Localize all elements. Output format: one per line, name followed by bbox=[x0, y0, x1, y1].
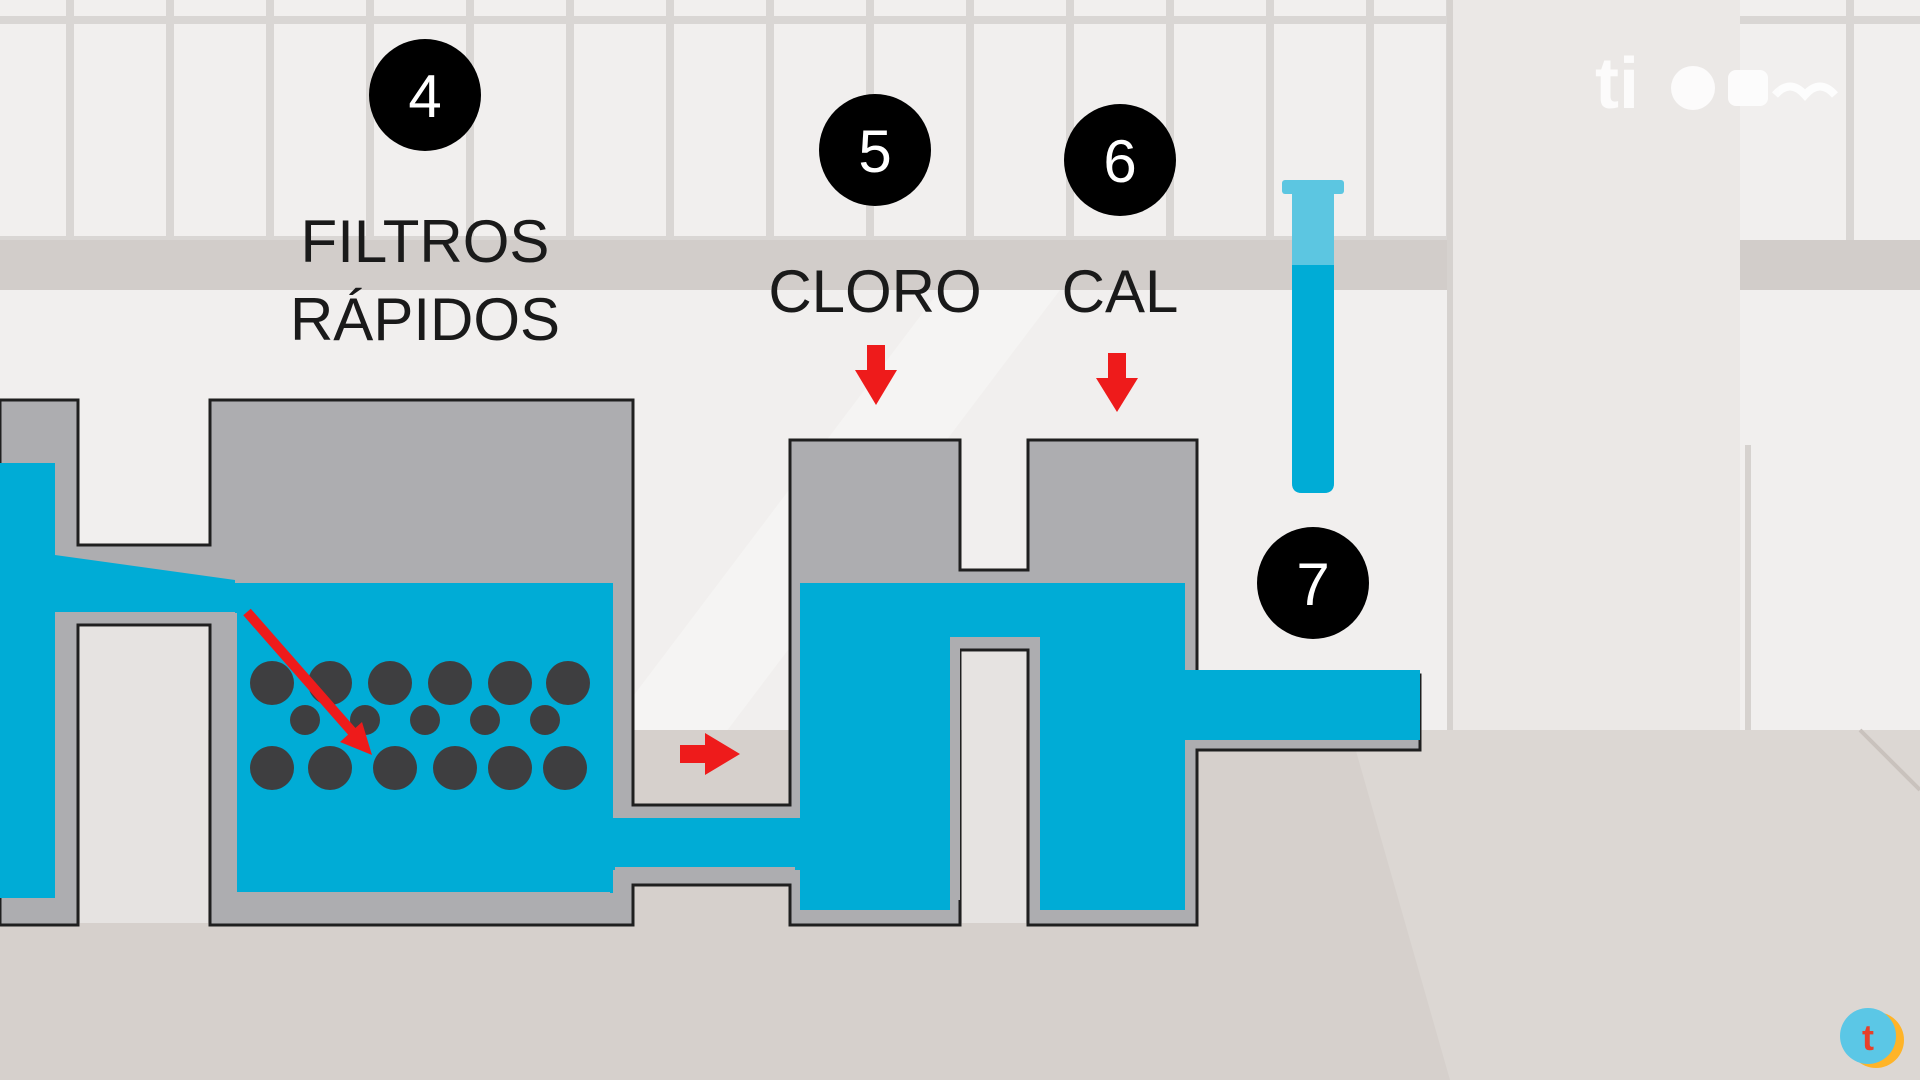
chlorine-lime-water bbox=[800, 583, 1420, 910]
test-tube-icon bbox=[1282, 180, 1344, 493]
chlorine-dosing-arrow bbox=[855, 345, 897, 405]
brand-logo-text: ti bbox=[1595, 44, 1639, 124]
filter-tank-water bbox=[235, 583, 613, 893]
step-5-badge: 5 bbox=[819, 94, 931, 206]
step-4-label-line2: RÁPIDOS bbox=[290, 286, 560, 353]
step-5-label: CLORO bbox=[768, 258, 981, 325]
brand-logo: ti bbox=[1595, 44, 1838, 124]
t-badge-icon: t bbox=[1840, 1008, 1904, 1068]
step-6-number: 6 bbox=[1103, 128, 1136, 195]
step-5-number: 5 bbox=[858, 118, 891, 185]
water-flow bbox=[0, 463, 1420, 910]
step-6-label: CAL bbox=[1062, 258, 1179, 325]
flow-arrow-diagonal bbox=[243, 608, 372, 755]
step-4-badge: 4 bbox=[369, 39, 481, 151]
previous-tank-water bbox=[0, 463, 55, 898]
wall-pillar bbox=[1450, 0, 1740, 730]
svg-text:t: t bbox=[1862, 1017, 1874, 1058]
step-7-badge: 7 bbox=[1257, 527, 1369, 639]
lime-dosing-arrow bbox=[1096, 353, 1138, 412]
flow-arrow-right bbox=[680, 733, 740, 775]
step-6-badge: 6 bbox=[1064, 104, 1176, 216]
step-4-number: 4 bbox=[408, 63, 441, 130]
step-4-label-line1: FILTROS bbox=[301, 208, 550, 275]
filter-media bbox=[250, 661, 590, 790]
step-7-number: 7 bbox=[1296, 551, 1329, 618]
